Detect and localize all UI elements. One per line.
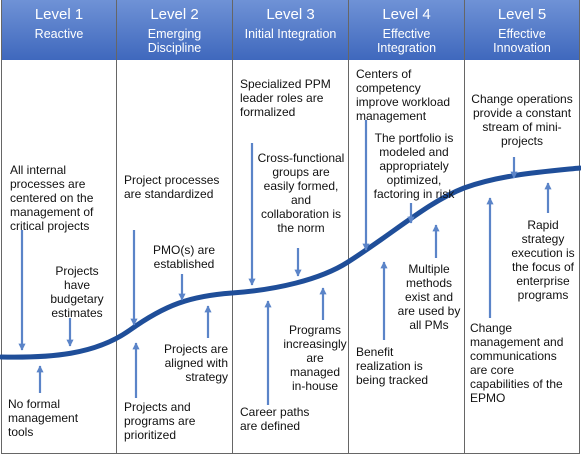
level-name: Effective Integration: [376, 27, 437, 55]
note-pmo-established: PMO(s) are established: [152, 243, 215, 271]
note-prioritized: Projects and programs are prioritized: [124, 400, 196, 442]
level-column-2: Level 2 Emerging Discipline: [116, 0, 233, 454]
level-name: Reactive: [34, 27, 84, 41]
note-budgetary-estimates: Projects have budgetary estimates: [50, 264, 104, 320]
note-processes-standardized: Project processes are standardized: [124, 173, 220, 201]
level-header-4: Level 4 Effective Integration: [349, 0, 464, 60]
level-number: Level 4: [382, 6, 431, 23]
note-change-operations: Change operations provide a constant str…: [471, 92, 573, 148]
level-header-5: Level 5 Effective Innovation: [465, 0, 579, 60]
note-core-capabilities: Change management and communications are…: [470, 321, 564, 405]
level-header-2: Level 2 Emerging Discipline: [117, 0, 232, 60]
note-cross-functional: Cross-functional groups are easily forme…: [257, 151, 345, 235]
level-number: Level 1: [34, 6, 84, 23]
level-number: Level 2: [150, 6, 199, 23]
note-portfolio-modeled: The portfolio is modeled and appropriate…: [373, 131, 455, 201]
level-column-4: Level 4 Effective Integration: [348, 0, 465, 454]
level-name: Effective Innovation: [493, 27, 551, 55]
level-name: Initial Integration: [244, 27, 337, 41]
note-multiple-methods: Multiple methods exist and are used by a…: [397, 262, 461, 332]
note-aligned-strategy: Projects are aligned with strategy: [163, 342, 228, 384]
note-rapid-strategy: Rapid strategy execution is the focus of…: [511, 218, 575, 302]
level-header-3: Level 3 Initial Integration: [233, 0, 348, 60]
note-managed-inhouse: Programs increasingly are managed in-hou…: [283, 323, 347, 393]
level-number: Level 5: [497, 6, 547, 23]
level-number: Level 3: [266, 6, 315, 23]
level-column-1: Level 1 Reactive: [1, 0, 117, 454]
level-name: Emerging Discipline: [147, 27, 202, 55]
level-column-5: Level 5 Effective Innovation: [464, 0, 580, 454]
maturity-curve: [0, 165, 581, 360]
note-internal-processes: All internal processes are centered on t…: [10, 163, 94, 233]
note-no-formal-tools: No formal management tools: [8, 397, 79, 439]
note-career-paths: Career paths are defined: [240, 405, 310, 433]
level-header-1: Level 1 Reactive: [2, 0, 116, 60]
note-benefit-realization: Benefit realization is being tracked: [356, 345, 429, 387]
note-centers-competency: Centers of competency improve workload m…: [356, 67, 451, 123]
note-ppm-roles: Specialized PPM leader roles are formali…: [240, 77, 331, 119]
